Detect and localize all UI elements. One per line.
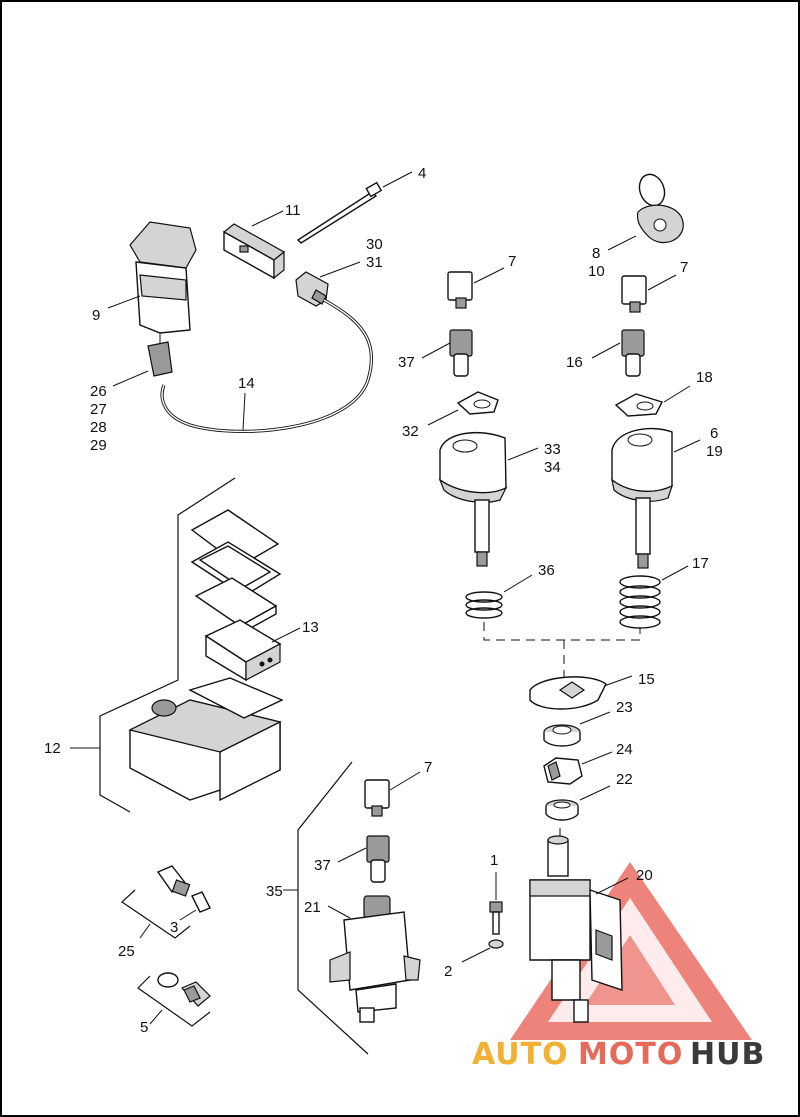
watermark-text-hub: HUB bbox=[690, 1037, 765, 1072]
part-22-ring bbox=[545, 785, 611, 821]
label-29: 29 bbox=[90, 437, 107, 454]
label-37-b: 37 bbox=[314, 857, 331, 874]
label-35: 35 bbox=[266, 883, 283, 900]
label-31: 31 bbox=[366, 254, 383, 271]
part-23-bushing bbox=[543, 711, 611, 747]
label-7-a: 7 bbox=[508, 253, 516, 270]
label-30: 30 bbox=[366, 236, 383, 253]
label-25: 25 bbox=[118, 943, 135, 960]
label-18: 18 bbox=[696, 369, 713, 386]
part-25-bracket-group bbox=[121, 865, 211, 939]
label-21: 21 bbox=[304, 899, 321, 916]
part-9-receiver-module bbox=[107, 221, 197, 377]
label-23: 23 bbox=[616, 699, 633, 716]
part-4-cable-tie bbox=[296, 171, 413, 244]
label-6: 6 bbox=[710, 425, 718, 442]
label-27: 27 bbox=[90, 401, 107, 418]
part-8-key-fob bbox=[607, 173, 684, 251]
label-32: 32 bbox=[402, 423, 419, 440]
label-13: 13 bbox=[302, 619, 319, 636]
callout-labels: 4 11 30 31 9 26 27 28 29 14 7 37 32 33 3… bbox=[44, 165, 723, 1036]
label-19: 19 bbox=[706, 443, 723, 460]
part-18-plate bbox=[614, 385, 691, 417]
part-20-switch-body bbox=[529, 835, 629, 1023]
label-12: 12 bbox=[44, 740, 61, 757]
part-6-ignition-cap bbox=[611, 427, 701, 569]
label-8: 8 bbox=[592, 245, 600, 262]
lead-26 bbox=[112, 370, 149, 387]
watermark-text-auto: AUTO bbox=[472, 1037, 569, 1072]
part-36-spring bbox=[465, 574, 533, 619]
part-37-key-b bbox=[337, 835, 390, 883]
label-1: 1 bbox=[490, 852, 498, 869]
part-15-plate bbox=[529, 675, 633, 710]
label-34: 34 bbox=[544, 459, 561, 476]
label-36: 36 bbox=[538, 562, 555, 579]
label-10: 10 bbox=[588, 263, 605, 280]
part-33-ignition-cap bbox=[438, 431, 539, 567]
part-7-key-blank-b bbox=[621, 274, 677, 313]
label-26: 26 bbox=[90, 383, 107, 400]
label-5: 5 bbox=[140, 1019, 148, 1036]
label-33: 33 bbox=[544, 441, 561, 458]
watermark-logo: AUTO MOTO HUB bbox=[472, 1037, 765, 1072]
label-7-b: 7 bbox=[680, 259, 688, 276]
part-2-washer bbox=[461, 939, 504, 963]
label-22: 22 bbox=[616, 771, 633, 788]
part-14-wire-harness bbox=[160, 298, 374, 433]
label-37-a: 37 bbox=[398, 354, 415, 371]
part-21-switch-housing bbox=[327, 895, 421, 1023]
label-3: 3 bbox=[170, 919, 178, 936]
part-16-key bbox=[591, 329, 645, 377]
label-7-c: 7 bbox=[424, 759, 432, 776]
label-28: 28 bbox=[90, 419, 107, 436]
label-24: 24 bbox=[616, 741, 633, 758]
part-24-cam bbox=[543, 751, 613, 785]
label-17: 17 bbox=[692, 555, 709, 572]
label-11: 11 bbox=[285, 202, 301, 219]
label-4: 4 bbox=[418, 165, 426, 182]
part-7-key-blank-c bbox=[364, 771, 421, 817]
part-31-connector bbox=[295, 261, 361, 307]
part-1-screw bbox=[489, 872, 503, 935]
watermark-text-moto: MOTO bbox=[578, 1037, 683, 1072]
part-12-bracket-group bbox=[70, 477, 301, 813]
part-17-spring bbox=[619, 565, 689, 629]
label-20: 20 bbox=[636, 867, 653, 884]
part-11-connector bbox=[222, 210, 286, 280]
part-7-key-blank-a bbox=[447, 267, 505, 309]
label-9: 9 bbox=[92, 307, 100, 324]
label-2: 2 bbox=[444, 963, 452, 980]
part-5-bracket-group bbox=[137, 972, 211, 1027]
part-37-key-a bbox=[421, 329, 473, 377]
part-35-bracket-group bbox=[283, 761, 369, 1055]
alignment-line-top bbox=[483, 622, 641, 641]
label-16: 16 bbox=[566, 354, 583, 371]
part-32-plate bbox=[427, 391, 499, 426]
label-14: 14 bbox=[238, 375, 255, 392]
label-15: 15 bbox=[638, 671, 655, 688]
